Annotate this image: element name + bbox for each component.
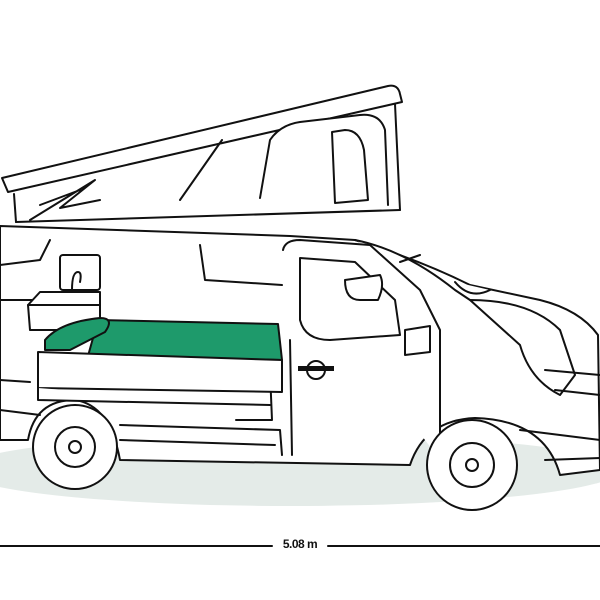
- van-body: [0, 225, 600, 476]
- front-wheel: [426, 419, 518, 511]
- rear-wheel: [32, 404, 118, 490]
- pop-up-roof: [1, 84, 403, 223]
- length-dimension-label: 5.08 m: [282, 537, 318, 551]
- bed: [37, 317, 283, 406]
- door-handle: [298, 366, 334, 371]
